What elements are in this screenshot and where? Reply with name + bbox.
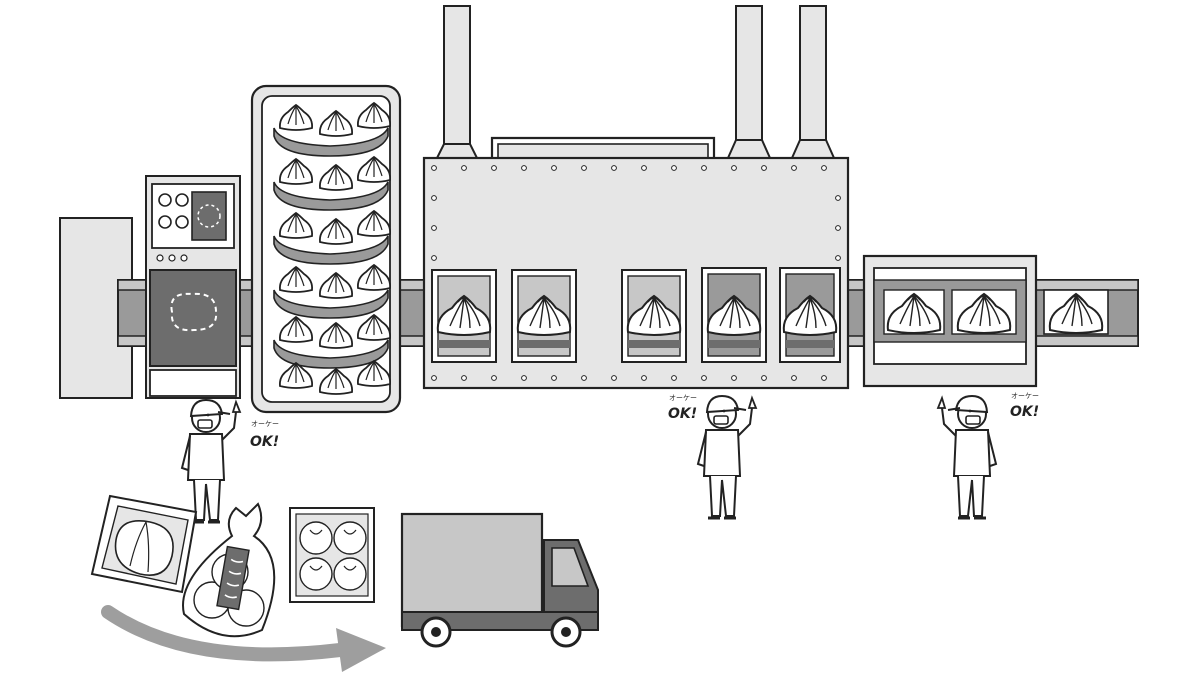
worker-figure bbox=[180, 398, 242, 524]
steamer-handle bbox=[490, 136, 716, 158]
worker-figure bbox=[696, 394, 758, 520]
spiral-tier bbox=[273, 156, 392, 211]
packaged-bun-bag bbox=[90, 494, 198, 594]
machine-display bbox=[191, 191, 227, 241]
steamer-window bbox=[431, 269, 497, 363]
delivery-truck bbox=[400, 512, 599, 648]
packaged-bun-box bbox=[289, 507, 375, 603]
spiral-tower bbox=[250, 84, 402, 414]
ok-callout: オーケー OK! bbox=[668, 394, 697, 422]
svg-text:オーケー: オーケー bbox=[1011, 392, 1039, 400]
chimney bbox=[790, 5, 836, 159]
steamer-window bbox=[779, 267, 841, 363]
spiral-tier bbox=[273, 264, 392, 319]
packaged-bun-pouch bbox=[182, 502, 276, 638]
steamer-window bbox=[511, 269, 577, 363]
ok-callout: オーケー OK! bbox=[250, 420, 279, 450]
svg-text:OK!: OK! bbox=[250, 434, 279, 450]
steamer-window bbox=[701, 267, 767, 363]
finished-bun-tray bbox=[1043, 289, 1109, 335]
truck-wheel bbox=[420, 616, 452, 648]
svg-text:OK!: OK! bbox=[1010, 404, 1039, 420]
ok-callout: オーケー OK! bbox=[1010, 392, 1039, 420]
steamer-window bbox=[621, 269, 687, 363]
steamer-machine bbox=[422, 156, 850, 390]
chimney bbox=[434, 5, 480, 161]
svg-text:OK!: OK! bbox=[668, 406, 697, 422]
chimney bbox=[726, 5, 772, 159]
cooling-unit bbox=[862, 254, 1038, 388]
truck-wheel bbox=[550, 616, 582, 648]
worker-figure bbox=[936, 394, 998, 520]
shipping-arrow bbox=[101, 605, 386, 672]
spiral-tier bbox=[273, 210, 392, 265]
spiral-tier bbox=[273, 102, 392, 157]
svg-text:オーケー: オーケー bbox=[669, 394, 697, 402]
svg-text:オーケー: オーケー bbox=[251, 420, 279, 428]
forming-machine bbox=[145, 175, 241, 399]
